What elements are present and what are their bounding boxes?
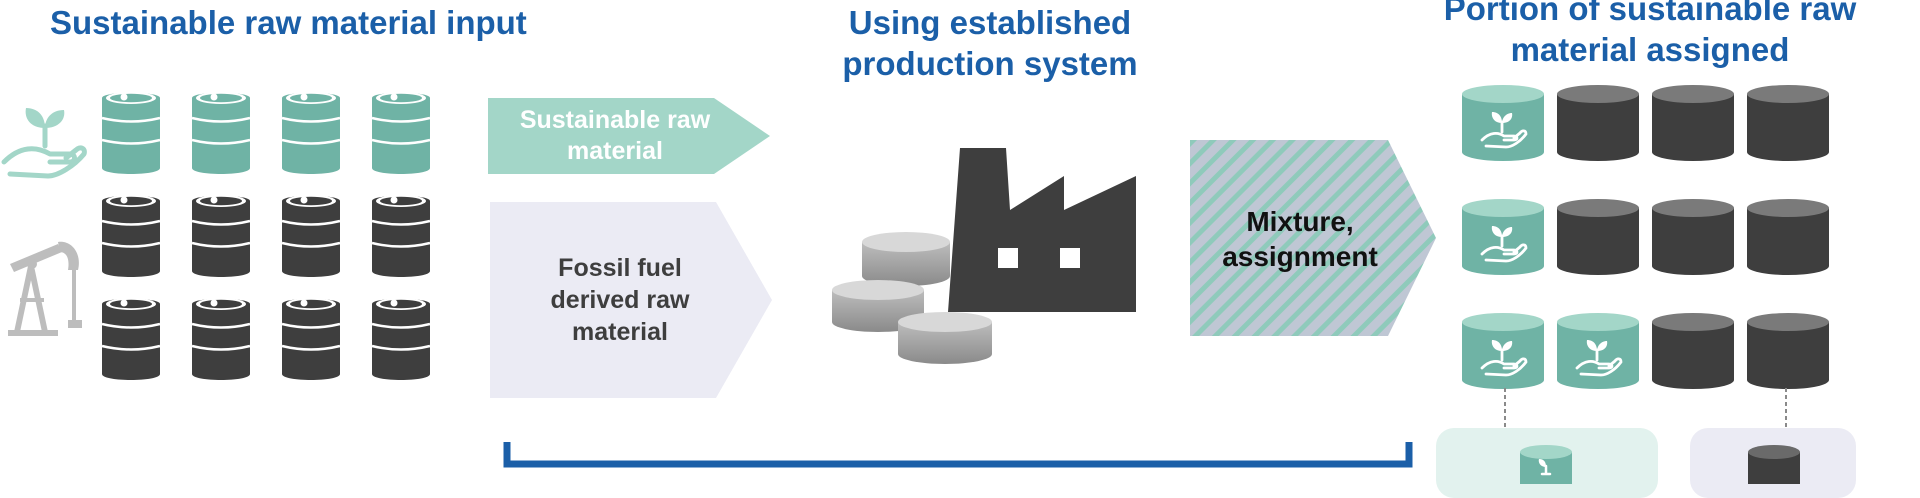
fossil-result-cylinder (1748, 445, 1800, 484)
heading-production-system: Using established production system (842, 4, 1138, 82)
fossil-output-cylinder (1557, 199, 1639, 275)
sustainable-output-cylinder (1462, 199, 1544, 275)
fossil-output-cylinder (1747, 199, 1829, 275)
sustainable-output-cylinder (1557, 313, 1639, 389)
fossil-barrel (101, 298, 161, 380)
sustainable-arrow (488, 98, 770, 174)
fossil-output-cylinder (1747, 313, 1829, 389)
mixture-arrow-label: Mixture, assignment (1222, 206, 1378, 272)
mixture-arrow (1190, 140, 1436, 336)
fossil-barrel (281, 298, 341, 380)
fossil-output-cylinder (1747, 85, 1829, 161)
sustainable-output-cylinder (1462, 85, 1544, 161)
sustainable-barrel (191, 92, 251, 174)
fossil-output-cylinder (1652, 199, 1734, 275)
sustainable-arrow-label: Sustainable raw material (519, 106, 711, 165)
fossil-barrel (101, 195, 161, 277)
fossil-output-cylinder (1652, 313, 1734, 389)
sustainable-barrel (371, 92, 431, 174)
factory-icon (948, 148, 1136, 312)
fossil-arrow (490, 202, 772, 398)
fossil-barrel (191, 195, 251, 277)
input-barrel-grid (101, 92, 431, 380)
fossil-output-cylinder (1557, 85, 1639, 161)
fossil-barrel (371, 298, 431, 380)
dashed-connectors (1504, 388, 1787, 430)
feedstock-discs (832, 232, 992, 364)
output-cylinder-grid (1462, 85, 1829, 389)
sustainable-output-cylinder (1462, 313, 1544, 389)
sustainable-result-cylinder (1520, 445, 1572, 484)
heading-sustainable-input: Sustainable raw material input (50, 4, 527, 41)
heading-portion-assigned: Portion of sustainable raw material assi… (1443, 0, 1857, 68)
sustainable-barrel (281, 92, 341, 174)
oil-pumpjack-icon (8, 241, 82, 336)
fossil-barrel (191, 298, 251, 380)
hand-with-seedling-icon (1, 108, 87, 179)
fossil-output-cylinder (1652, 85, 1734, 161)
fossil-arrow-label: Fossil fuel derived raw material (550, 254, 690, 346)
bottom-bracket (503, 442, 1413, 468)
sustainable-barrel (101, 92, 161, 174)
fossil-barrel (281, 195, 341, 277)
fossil-barrel (371, 195, 431, 277)
